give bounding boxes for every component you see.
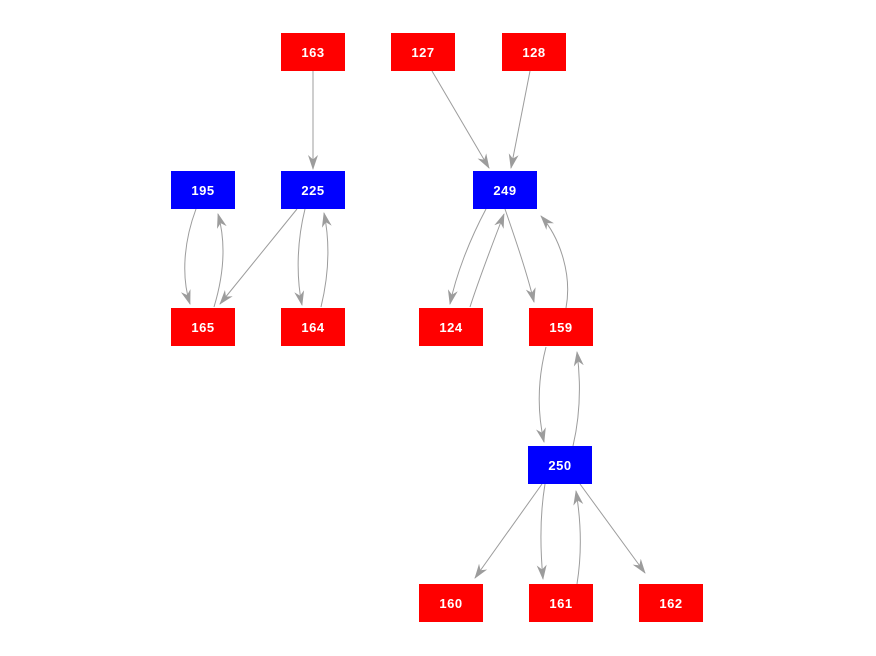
edge-250-to-159 xyxy=(572,351,584,447)
node-250[interactable]: 250 xyxy=(528,446,592,484)
node-164[interactable]: 164 xyxy=(281,308,345,346)
node-label-249: 249 xyxy=(493,182,517,198)
node-159[interactable]: 159 xyxy=(529,308,593,346)
edge-225-to-164 xyxy=(294,208,306,306)
edge-159-to-250 xyxy=(536,346,547,443)
node-label-250: 250 xyxy=(548,457,572,473)
edge-225-to-165 xyxy=(219,208,298,305)
node-160[interactable]: 160 xyxy=(419,584,483,622)
node-165[interactable]: 165 xyxy=(171,308,235,346)
node-127[interactable]: 127 xyxy=(391,33,455,71)
node-label-163: 163 xyxy=(301,44,325,60)
node-label-164: 164 xyxy=(301,319,325,335)
node-label-195: 195 xyxy=(191,182,215,198)
edge-164-to-225 xyxy=(320,212,332,308)
node-162[interactable]: 162 xyxy=(639,584,703,622)
node-249[interactable]: 249 xyxy=(473,171,537,209)
node-label-159: 159 xyxy=(549,319,573,335)
node-161[interactable]: 161 xyxy=(529,584,593,622)
node-124[interactable]: 124 xyxy=(419,308,483,346)
edge-195-to-165 xyxy=(180,208,197,305)
edge-249-to-159 xyxy=(504,208,536,303)
node-label-127: 127 xyxy=(411,44,435,60)
node-label-162: 162 xyxy=(659,595,683,611)
edge-124-to-249 xyxy=(469,213,505,308)
node-163[interactable]: 163 xyxy=(281,33,345,71)
edge-159-to-249 xyxy=(540,215,569,309)
node-225[interactable]: 225 xyxy=(281,171,345,209)
node-label-165: 165 xyxy=(191,319,215,335)
edge-250-to-160 xyxy=(474,483,543,579)
edge-165-to-195 xyxy=(213,213,227,308)
edge-128-to-249 xyxy=(508,70,531,169)
node-label-225: 225 xyxy=(301,182,325,198)
node-128[interactable]: 128 xyxy=(502,33,566,71)
edge-250-to-161 xyxy=(536,483,547,580)
node-label-124: 124 xyxy=(439,319,463,335)
edge-161-to-250 xyxy=(573,490,584,585)
node-label-160: 160 xyxy=(439,595,463,611)
edge-250-to-162 xyxy=(579,483,646,574)
node-label-128: 128 xyxy=(522,44,546,60)
node-195[interactable]: 195 xyxy=(171,171,235,209)
node-label-161: 161 xyxy=(549,595,573,611)
edge-127-to-249 xyxy=(431,70,490,169)
edge-249-to-124 xyxy=(447,208,487,305)
edge-group xyxy=(180,70,646,585)
